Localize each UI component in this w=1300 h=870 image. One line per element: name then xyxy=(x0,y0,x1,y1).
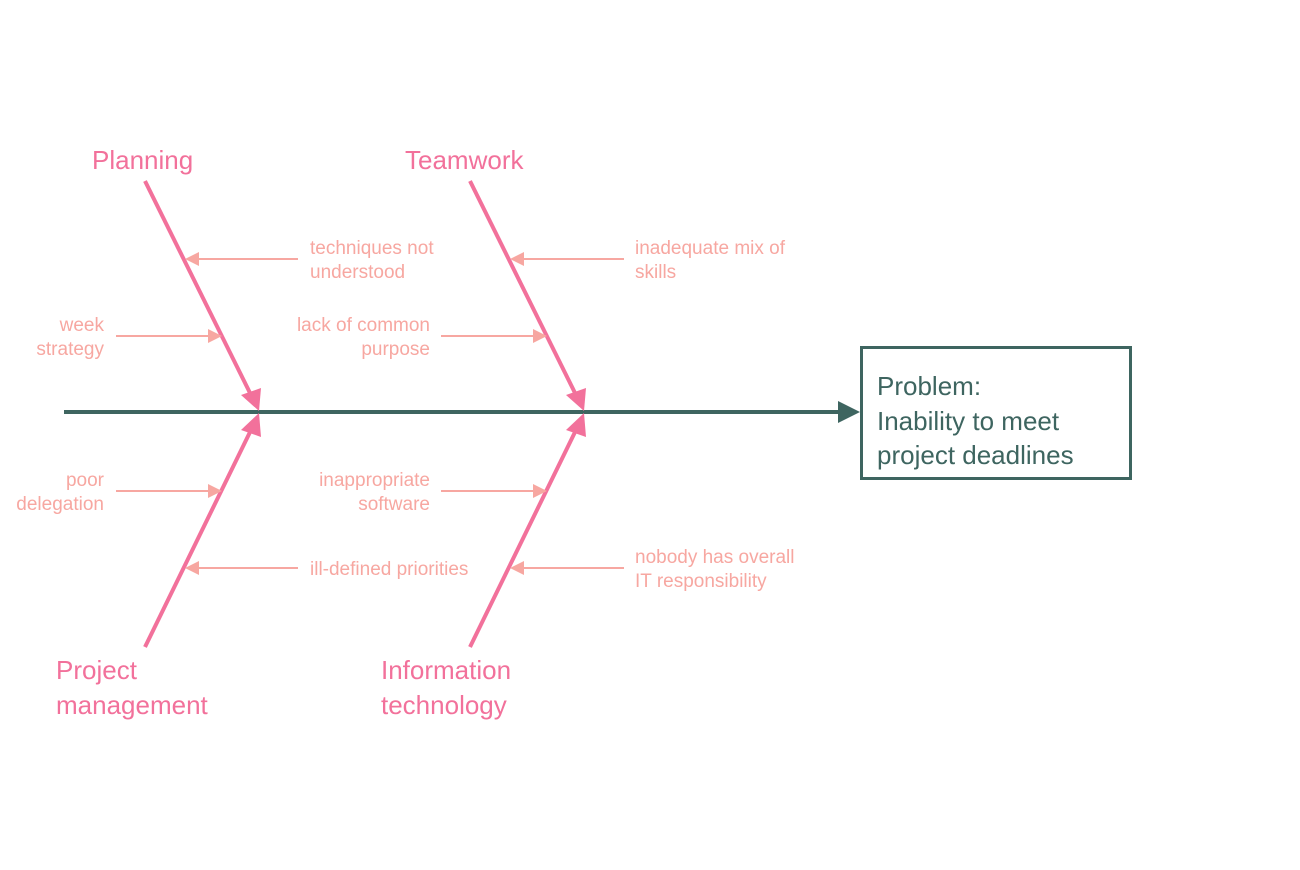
cause-label-inadequate-mix: inadequate mix of skills xyxy=(635,238,785,283)
cause-arrowhead-week-strategy xyxy=(208,329,222,343)
cause-arrowhead-common-purpose xyxy=(533,329,547,343)
bone-project-management-arrowhead xyxy=(241,413,261,437)
category-label-planning: Planning xyxy=(92,145,194,175)
category-label-information-technology: Information technology xyxy=(381,655,512,721)
bone-planning-arrowhead xyxy=(241,388,261,411)
cause-label-techniques: techniques not understood xyxy=(310,238,434,283)
problem-box: Problem: Inability to meet project deadl… xyxy=(860,346,1132,480)
cause-arrowhead-ill-defined xyxy=(185,561,199,575)
category-label-project-management: Project management xyxy=(56,655,208,721)
cause-label-ill-defined: ill-defined priorities xyxy=(310,559,469,580)
problem-text-line1: Inability to meet xyxy=(877,405,1060,436)
bone-project-management xyxy=(143,427,254,648)
cause-arrowhead-inadequate-mix xyxy=(510,252,524,266)
cause-arrowhead-it-responsibility xyxy=(510,561,524,575)
bone-teamwork xyxy=(468,180,579,398)
cause-arrowhead-poor-delegation xyxy=(208,484,222,498)
bone-information-technology-arrowhead xyxy=(566,413,586,437)
cause-arrowhead-techniques xyxy=(185,252,199,266)
category-label-teamwork: Teamwork xyxy=(405,145,524,175)
bone-planning xyxy=(143,180,254,398)
spine-arrowhead xyxy=(838,401,860,423)
cause-label-week-strategy: week strategy xyxy=(36,315,104,360)
bone-teamwork-arrowhead xyxy=(566,388,586,411)
cause-label-inappropriate-software: inappropriate software xyxy=(319,470,430,515)
cause-label-poor-delegation: poor delegation xyxy=(16,470,104,515)
cause-arrowhead-inappropriate-software xyxy=(533,484,547,498)
problem-text-line2: project deadlines xyxy=(877,440,1074,471)
problem-heading: Problem: xyxy=(877,371,982,401)
cause-label-common-purpose: lack of common purpose xyxy=(296,315,430,360)
cause-label-it-responsibility: nobody has overall IT responsibility xyxy=(635,547,795,592)
bone-information-technology xyxy=(468,427,579,648)
